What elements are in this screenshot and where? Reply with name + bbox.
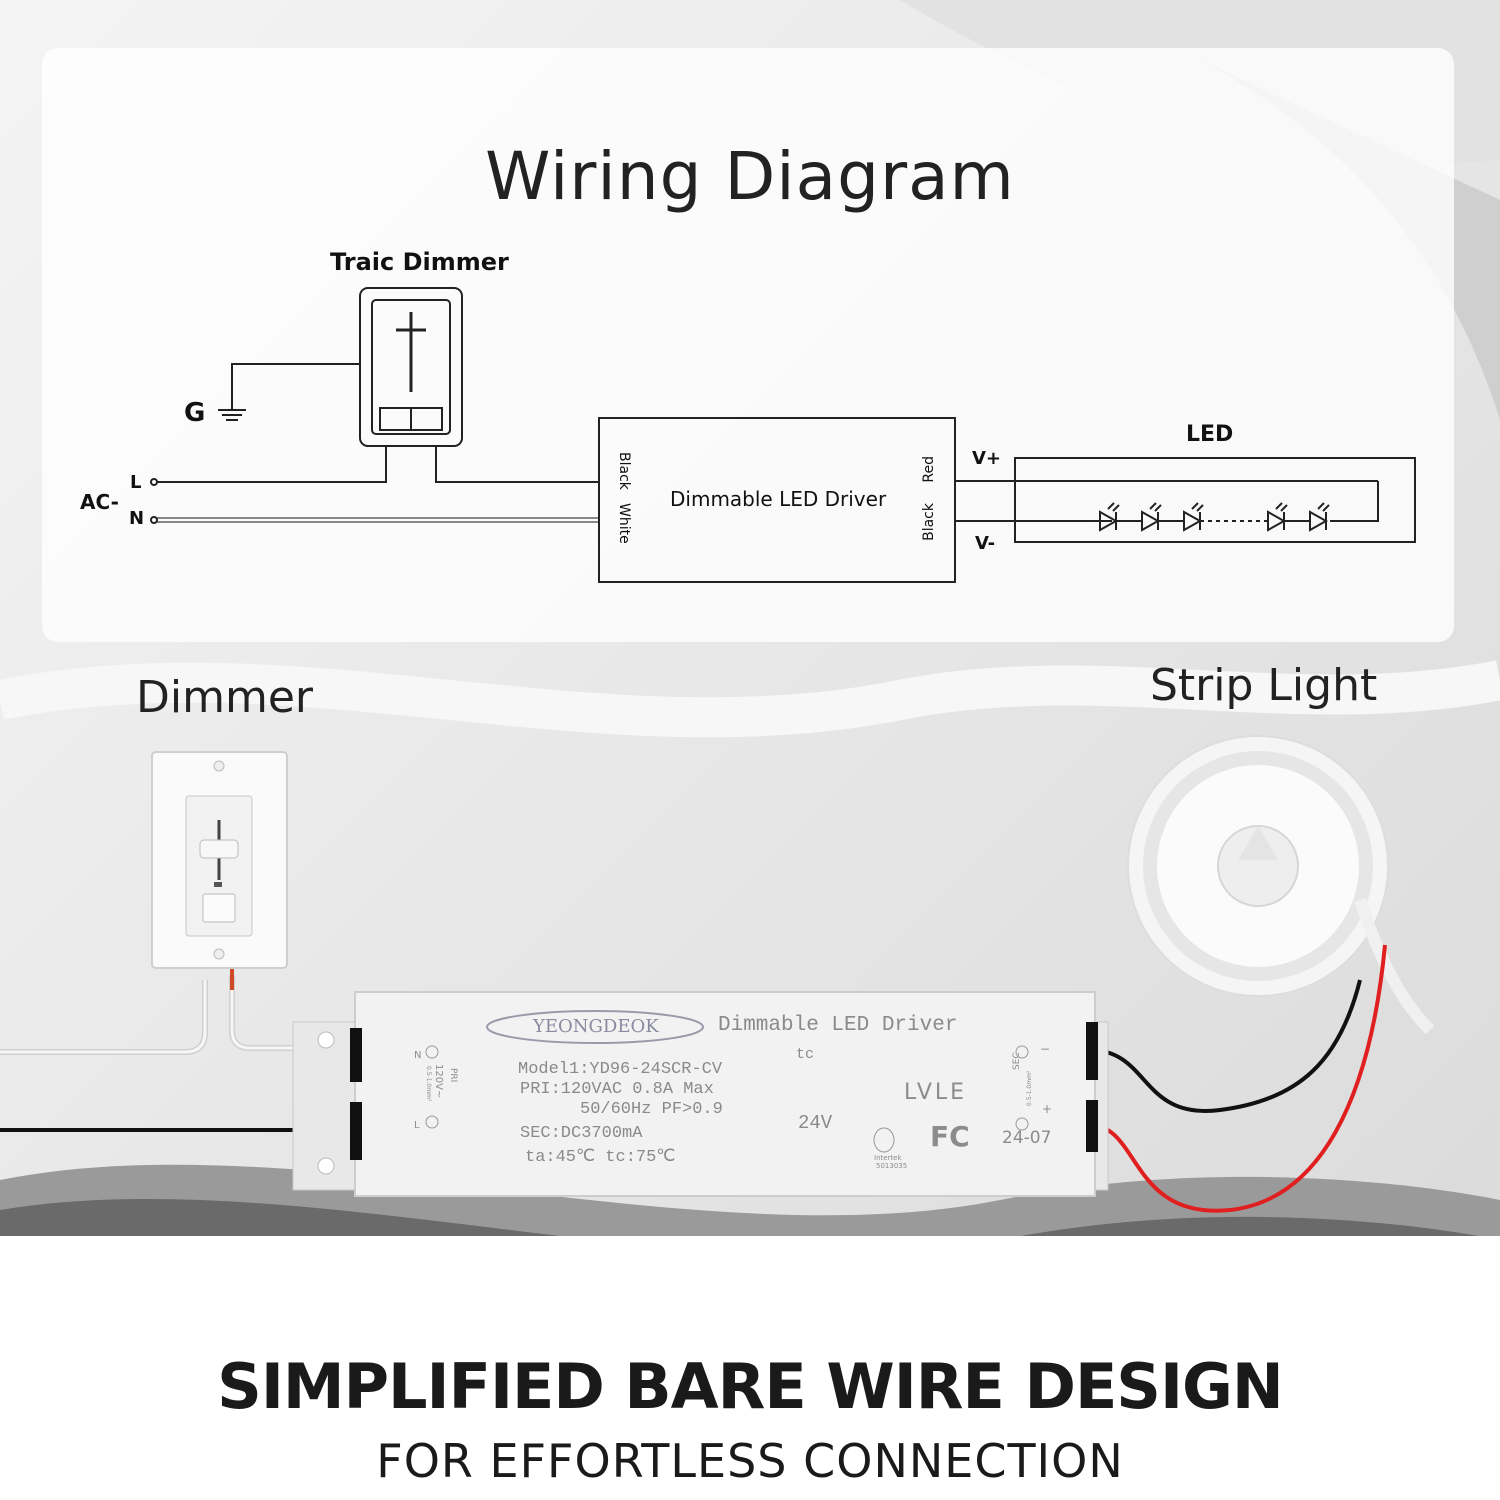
- minus-mark: −: [1040, 1042, 1051, 1056]
- pri-wire: 0.5-1.0mm²: [425, 1066, 432, 1102]
- led-label: LED: [1186, 422, 1234, 447]
- driver-name: Dimmable LED Driver: [718, 1014, 958, 1037]
- driver-model: Model1:YD96-24SCR-CV: [518, 1060, 723, 1079]
- neutral-label: N: [129, 508, 145, 529]
- driver-pri: PRI:120VAC 0.8A Max: [520, 1080, 714, 1099]
- driver-in-black-label: Black: [616, 452, 632, 490]
- driver-in-white-label: White: [616, 503, 632, 544]
- ac-label: AC-: [80, 490, 119, 514]
- traic-dimmer-box: [359, 287, 463, 447]
- l-mark: L: [414, 1120, 420, 1131]
- driver-brand: YEONGDEOK: [533, 1016, 659, 1037]
- driver-temps: ta:45℃ tc:75℃: [525, 1148, 676, 1167]
- driver-lvle: LVLE: [904, 1080, 968, 1105]
- driver-freq: 50/60Hz PF>0.9: [580, 1100, 723, 1119]
- driver-voltage: 24V: [798, 1112, 833, 1134]
- driver-label: Dimmable LED Driver: [670, 487, 887, 511]
- etl-sub: Intertek: [874, 1154, 902, 1162]
- traic-dimmer-label: Traic Dimmer: [330, 248, 509, 276]
- headline: SIMPLIFIED BARE WIRE DESIGN: [217, 1350, 1284, 1423]
- sec-wire: 0.5-1.0mm²: [1026, 1070, 1033, 1106]
- vminus-label: V-: [975, 533, 996, 554]
- driver-date: 24-07: [1002, 1128, 1052, 1148]
- driver-sec: SEC:DC3700mA: [520, 1124, 643, 1143]
- led-diodes: [1099, 502, 1330, 532]
- dimmer-title: Dimmer: [136, 672, 313, 723]
- subline: FOR EFFORTLESS CONNECTION: [376, 1434, 1124, 1488]
- sec-label: SEC: [1012, 1052, 1022, 1070]
- vplus-label: V+: [972, 448, 1002, 469]
- pri-voltage: 120V~: [433, 1064, 444, 1099]
- strip-light-title: Strip Light: [1150, 660, 1378, 711]
- driver-box: [598, 417, 956, 583]
- strip-light-photo: [1127, 735, 1435, 1035]
- plus-mark: +: [1042, 1102, 1053, 1116]
- n-mark: N: [414, 1050, 422, 1061]
- driver-tc-mark: tc: [796, 1046, 815, 1063]
- page-title: Wiring Diagram: [485, 138, 1015, 215]
- pri-label: PRI: [448, 1068, 458, 1083]
- product-illustration: [0, 735, 1435, 1213]
- fc-logo: FC: [930, 1120, 970, 1153]
- ground-label: G: [184, 398, 206, 428]
- etl-num: 5013035: [876, 1162, 908, 1170]
- bottom-banner: [0, 1236, 1500, 1500]
- dimmer-photo: [151, 751, 288, 969]
- wiring-schematic: [150, 287, 1416, 583]
- led-driver-photo: [292, 991, 1109, 1197]
- line-label: L: [130, 472, 142, 493]
